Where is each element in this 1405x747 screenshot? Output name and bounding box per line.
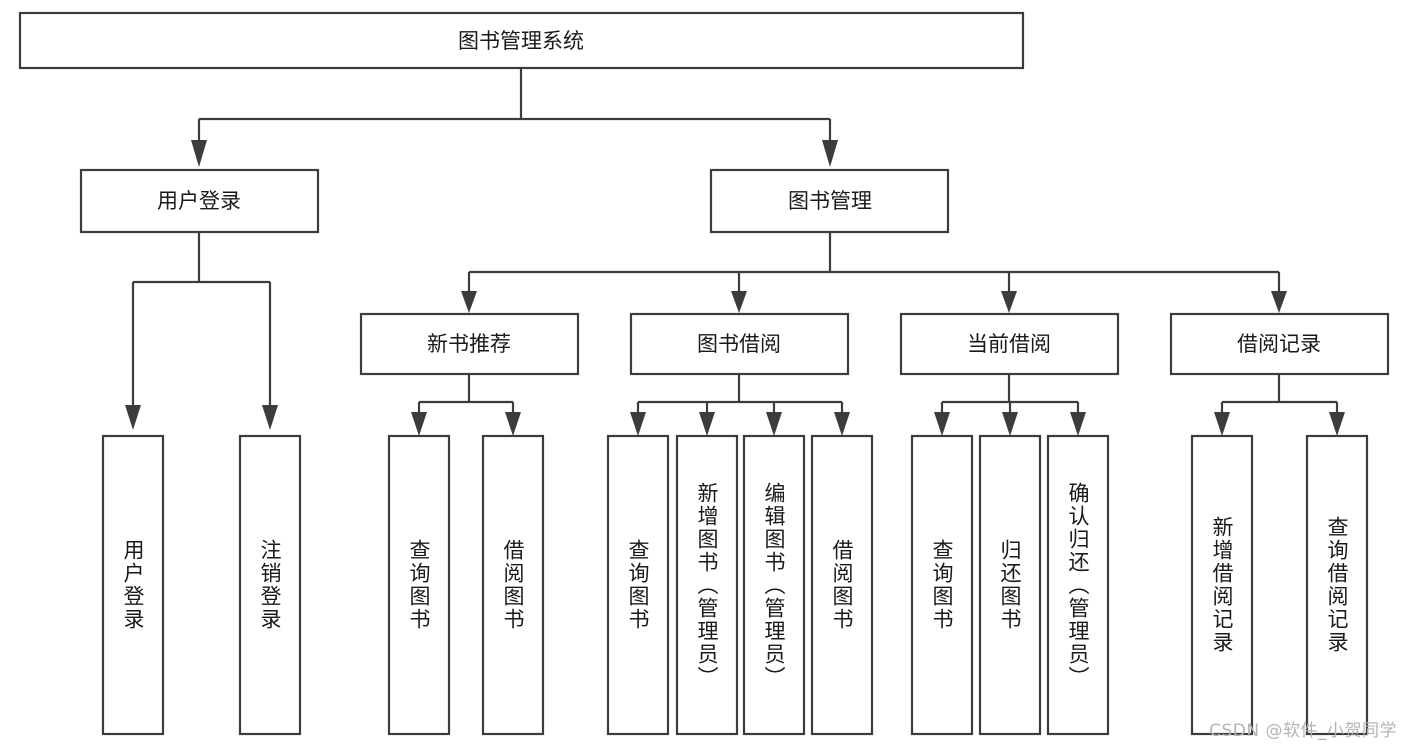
leaf-box-new-book-2[interactable] [481, 434, 545, 736]
arrow-current-borrow-leaf-3 [1070, 412, 1086, 436]
node-current-borrow[interactable] [899, 312, 1120, 376]
arrow-book-borrow-leaf-2 [699, 412, 715, 436]
leaf-box-current-borrow-3[interactable] [1046, 434, 1110, 736]
arrow-new-book-leaf-2 [505, 412, 521, 436]
leaf-box-book-borrow-3[interactable] [742, 434, 806, 736]
leaf-box-book-borrow-1[interactable] [606, 434, 670, 736]
leaf-box-borrow-record-2[interactable] [1305, 434, 1369, 736]
arrow-user-login-leaf-2 [262, 405, 278, 430]
arrow-book-borrow-leaf-1 [630, 412, 646, 436]
node-book-management[interactable] [709, 168, 950, 234]
leaf-box-current-borrow-1[interactable] [910, 434, 974, 736]
leaf-box-user-login-2[interactable] [238, 434, 302, 736]
node-root[interactable] [18, 11, 1025, 70]
arrow-book-borrow-leaf-4 [834, 412, 850, 436]
connectors-current-borrow-to-leaves [934, 374, 1086, 436]
node-book-management-label: 图书管理 [788, 189, 872, 213]
arrow-current-borrow-leaf-1 [934, 412, 950, 436]
connectors-root-to-level1 [191, 68, 838, 167]
node-book-borrow-label: 图书借阅 [697, 332, 781, 356]
node-new-book-recommend-label: 新书推荐 [427, 332, 511, 356]
arrow-book-borrow-leaf-3 [766, 412, 782, 436]
arrow-book-mgmt-to-current [1001, 291, 1017, 313]
csdn-watermark: CSDN @软件_小贺同学 [1209, 721, 1397, 741]
node-current-borrow-label: 当前借阅 [967, 332, 1051, 356]
node-root-label: 图书管理系统 [458, 29, 584, 53]
leaf-box-borrow-record-1[interactable] [1190, 434, 1254, 736]
leaf-box-new-book-1[interactable] [387, 434, 451, 736]
connectors-book-mgmt-to-level2 [461, 232, 1287, 313]
arrow-new-book-leaf-1 [411, 412, 427, 436]
connectors-borrow-record-to-leaves [1214, 374, 1345, 436]
arrow-user-login-leaf-1 [125, 405, 141, 430]
node-borrow-record[interactable] [1169, 312, 1390, 376]
leaf-box-book-borrow-2[interactable] [675, 434, 739, 736]
connectors-new-book-to-leaves [411, 374, 521, 436]
arrow-root-to-user-login [191, 140, 207, 167]
node-user-login[interactable] [79, 168, 320, 234]
node-new-book-recommend[interactable] [359, 312, 580, 376]
arrow-book-mgmt-to-new-book [461, 291, 477, 313]
node-user-login-label: 用户登录 [157, 189, 241, 213]
arrow-borrow-record-leaf-1 [1214, 412, 1230, 436]
arrow-borrow-record-leaf-2 [1329, 412, 1345, 436]
connectors-book-borrow-to-leaves [630, 374, 850, 436]
node-borrow-record-label: 借阅记录 [1237, 332, 1321, 356]
arrow-book-mgmt-to-borrow [731, 291, 747, 313]
node-book-borrow[interactable] [629, 312, 850, 376]
arrow-book-mgmt-to-record [1271, 291, 1287, 313]
arrow-root-to-book-mgmt [822, 140, 838, 167]
leaf-box-user-login-1[interactable] [101, 434, 165, 736]
arrow-current-borrow-leaf-2 [1002, 412, 1018, 436]
leaf-box-current-borrow-2[interactable] [978, 434, 1042, 736]
leaf-box-book-borrow-4[interactable] [810, 434, 874, 736]
connectors-user-login-to-leaves [125, 232, 278, 430]
